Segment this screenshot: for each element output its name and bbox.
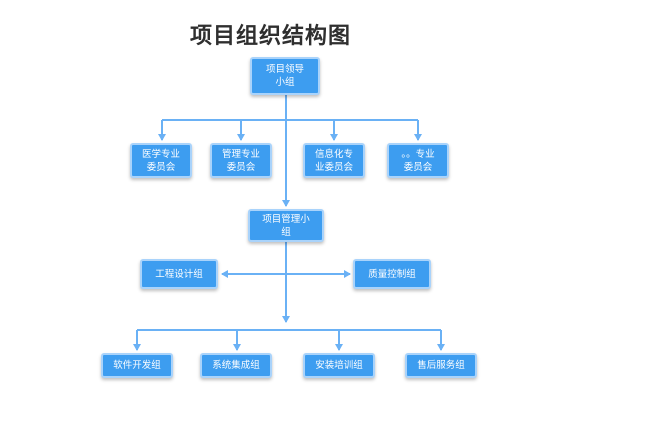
diagram-title: 项目组织结构图 bbox=[190, 24, 352, 49]
leader-group-node: 项目领导 小组 bbox=[250, 57, 320, 95]
committee-node-management: 管理专业 委员会 bbox=[210, 143, 272, 178]
quality-control-node: 质量控制组 bbox=[353, 259, 431, 289]
team-node-aftersales: 售后服务组 bbox=[405, 353, 477, 378]
engineering-design-node: 工程设计组 bbox=[140, 259, 218, 289]
project-management-node: 项目管理小 组 bbox=[248, 209, 324, 242]
committee-node-other: 。。专业 委员会 bbox=[387, 143, 449, 178]
team-node-integration: 系统集成组 bbox=[200, 353, 272, 378]
committee-node-informatization: 信息化专 业委员会 bbox=[303, 143, 365, 178]
team-node-installation: 安装培训组 bbox=[303, 353, 375, 378]
team-node-software: 软件开发组 bbox=[101, 353, 173, 378]
committee-node-medical: 医学专业 委员会 bbox=[130, 143, 192, 178]
